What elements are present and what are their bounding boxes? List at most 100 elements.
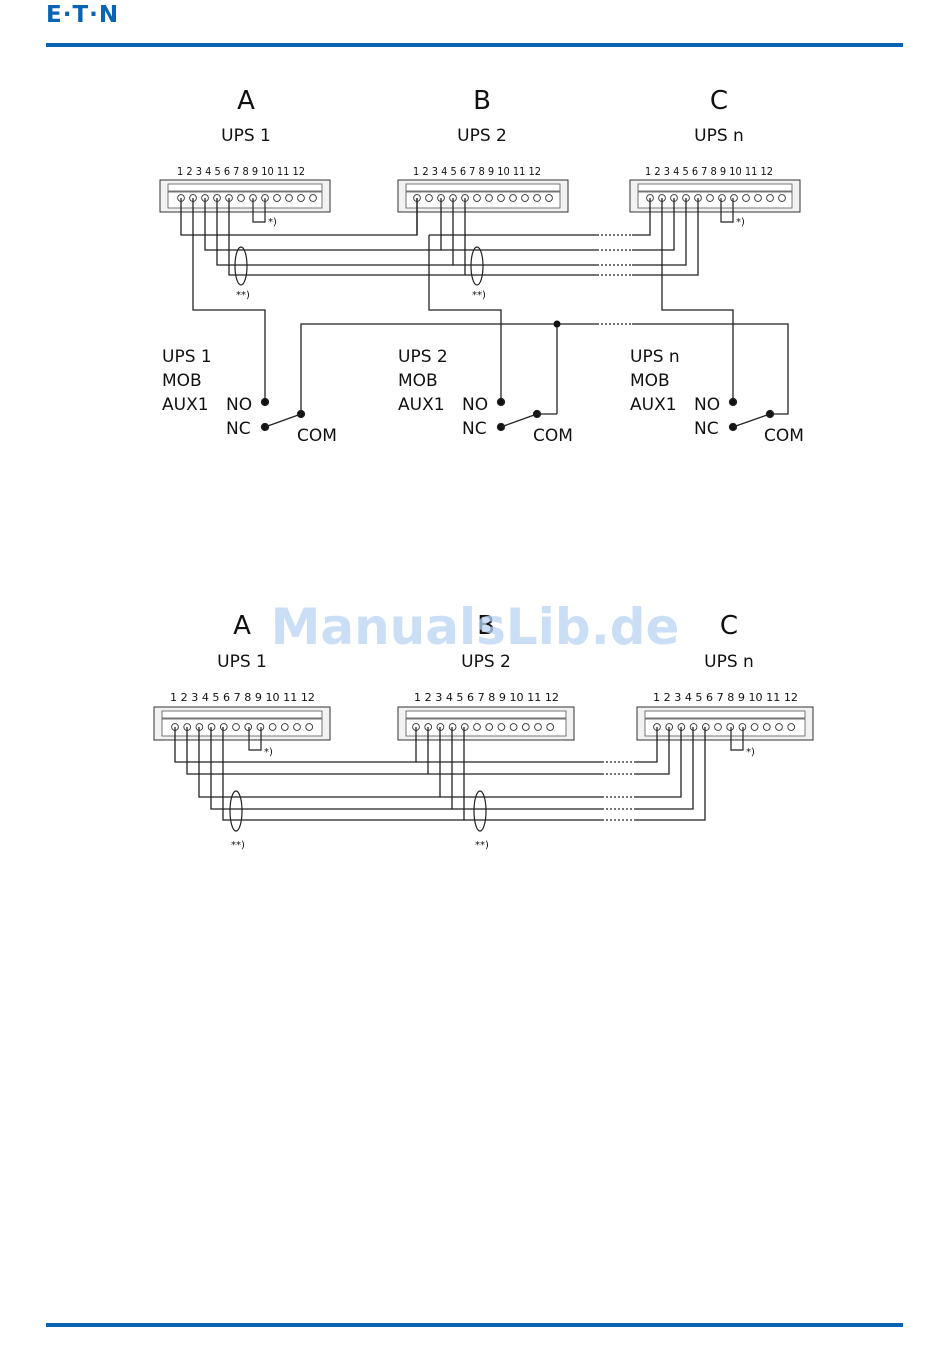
terminal-screw: [497, 194, 505, 202]
pin-numbers-c: 1 2 3 4 5 6 7 8 9 10 11 12: [653, 691, 798, 704]
note-jumper-a: *): [268, 217, 277, 228]
note-jumper-a: *): [264, 747, 273, 758]
terminal-screw: [485, 194, 493, 202]
mob-upsn-label: UPS n: [630, 347, 680, 367]
bus-dotted-gaps: [602, 761, 636, 821]
terminal-screw: [701, 723, 710, 731]
connector-b: [397, 179, 569, 213]
terminal-screw: [521, 723, 530, 731]
mob-ups1-com: COM: [297, 426, 337, 446]
twisted-pair-b: [473, 790, 487, 832]
terminal-screw: [742, 194, 750, 202]
mob-upsn-mob: MOB: [630, 371, 670, 391]
unit-name-ups2: UPS 2: [457, 126, 507, 146]
connector-b: [397, 706, 575, 741]
terminal-screw: [534, 723, 542, 731]
terminal-screw: [473, 723, 481, 731]
terminal-screw: [473, 194, 481, 202]
mob-ups2-mob: MOB: [398, 371, 438, 391]
twisted-pair-a: [229, 790, 243, 832]
connector-c: [629, 179, 801, 213]
mob-ups1-nc: NC: [226, 419, 251, 439]
terminal-screw: [714, 723, 722, 731]
terminal-screw: [309, 194, 317, 202]
jumper-c: [730, 727, 744, 751]
bus-wires: [180, 198, 699, 276]
jumper-c: [720, 198, 734, 223]
header-rule: [46, 43, 903, 47]
terminal-screw: [775, 723, 783, 731]
terminal-screw: [754, 194, 762, 202]
eaton-logo: E·T·N: [46, 2, 120, 28]
terminal-screw: [546, 723, 555, 731]
terminal-screw: [232, 723, 240, 731]
jumper-a: [252, 198, 266, 223]
note-twisted-b: **): [475, 840, 489, 851]
wiring-diagram-without-mob: A UPS 1 B UPS 2 C UPS n 1 2 3 4 5 6 7 8 …: [153, 611, 814, 851]
unit-letter-b: B: [473, 86, 491, 116]
unit-name-upsn: UPS n: [704, 652, 754, 672]
mob-upsn-nc: NC: [694, 419, 719, 439]
terminal-screw: [244, 723, 253, 731]
note-twisted-a: **): [231, 840, 245, 851]
unit-letter-c: C: [720, 611, 738, 641]
mob-wires: [192, 198, 789, 415]
switch-ups2: [496, 397, 557, 432]
note-twisted-b: **): [472, 290, 486, 301]
pin-numbers-a: 1 2 3 4 5 6 7 8 9 10 11 12: [177, 165, 305, 178]
terminal-screw: [273, 194, 281, 202]
terminal-screw: [425, 194, 433, 202]
terminal-screw: [305, 723, 314, 731]
terminal-screw: [726, 723, 735, 731]
note-jumper-c: *): [736, 217, 745, 228]
terminal-screw: [509, 723, 518, 731]
mob-ups1-mob: MOB: [162, 371, 202, 391]
switch-ups1: [260, 397, 306, 432]
unit-name-ups1: UPS 1: [217, 652, 267, 672]
terminal-screw: [762, 723, 771, 731]
terminal-screw: [297, 194, 305, 202]
mob-upsn-aux: AUX1: [630, 395, 677, 415]
mob-ups2-label: UPS 2: [398, 347, 448, 367]
mob-upsn-no: NO: [694, 395, 720, 415]
terminal-screw: [280, 723, 289, 731]
terminal-screw: [545, 194, 553, 202]
unit-letter-a: A: [237, 86, 255, 116]
connector-c: [636, 706, 814, 741]
connector-a: [153, 706, 331, 741]
unit-name-ups1: UPS 1: [221, 126, 271, 146]
mob-ups1-label: UPS 1: [162, 347, 212, 367]
terminal-screw: [509, 194, 517, 202]
mob-ups1-aux: AUX1: [162, 395, 209, 415]
bus-dotted-gaps: [597, 234, 632, 325]
terminal-screw: [787, 723, 796, 731]
connector-a: [159, 179, 331, 213]
terminal-screw: [285, 194, 293, 202]
footer-rule: [46, 1323, 903, 1327]
terminal-screw: [706, 194, 714, 202]
unit-name-ups2: UPS 2: [461, 652, 511, 672]
bus-wires: [174, 727, 706, 821]
terminal-screw: [237, 194, 245, 202]
mob-upsn-com: COM: [764, 426, 804, 446]
mob-ups2-com: COM: [533, 426, 573, 446]
jumper-a: [248, 727, 262, 751]
terminal-screw: [460, 723, 469, 731]
unit-letter-c: C: [710, 86, 728, 116]
twisted-pair-a: [234, 246, 248, 286]
pin-numbers-a: 1 2 3 4 5 6 7 8 9 10 11 12: [170, 691, 315, 704]
terminal-screw: [268, 723, 277, 731]
terminal-screw: [521, 194, 529, 202]
terminal-screw: [730, 194, 738, 202]
terminal-screw: [219, 723, 228, 731]
mob-ups2-no: NO: [462, 395, 488, 415]
unit-letter-b: B: [477, 611, 495, 641]
terminal-screw: [718, 194, 726, 202]
terminal-screw: [533, 194, 541, 202]
note-jumper-c: *): [746, 747, 755, 758]
pin-numbers-b: 1 2 3 4 5 6 7 8 9 10 11 12: [413, 165, 541, 178]
bus-junction: [553, 320, 561, 328]
pin-numbers-b: 1 2 3 4 5 6 7 8 9 10 11 12: [414, 691, 559, 704]
terminal-screw: [778, 194, 786, 202]
wiring-diagram-with-mob: A UPS 1 B UPS 2 C UPS n 1 2 3 4 5 6 7 8 …: [159, 86, 804, 446]
